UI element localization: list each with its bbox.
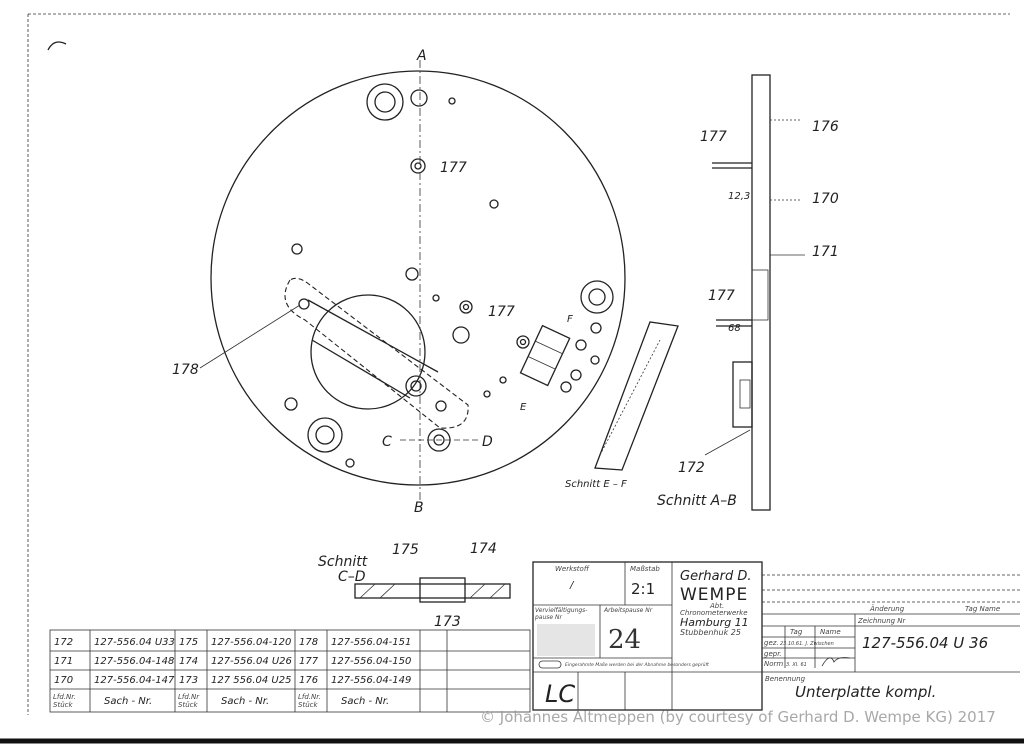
- label-line: Lfd.Nr: [178, 693, 200, 701]
- leader-line: [199, 304, 301, 369]
- signature: [821, 657, 851, 667]
- benennung-label: Benennung: [765, 675, 806, 683]
- item-number-cell: 170: [54, 675, 73, 686]
- gez-value: 23.10.61. J. Zwischen: [780, 641, 834, 647]
- company-city: Hamburg 11: [680, 616, 749, 629]
- parts-table-rows: 172 127-556.04 U33 175 127-556.04-120 178 127…: [53, 637, 411, 709]
- corner-mark: [47, 41, 67, 51]
- dimension-68: 68: [728, 323, 741, 334]
- part-number-cell: 127-556.04 U33: [94, 637, 175, 648]
- arbeitspause-value: 24: [608, 625, 641, 655]
- part-number-cell: 127-556.04-149: [331, 675, 411, 686]
- cd-175-label: 175: [392, 542, 419, 558]
- label-line: Lfd.Nr.: [298, 693, 321, 701]
- label-line: pause Nr: [534, 614, 563, 621]
- schnitt-cd-subtitle: C–D: [338, 569, 366, 585]
- arbeitspause-label: Arbeitspause Nr: [603, 607, 653, 614]
- side-171-label: 171: [812, 244, 839, 260]
- section-d-label: D: [482, 434, 493, 450]
- section-ef-view: [594, 321, 679, 471]
- company-abt: Abt.: [709, 602, 724, 610]
- item-number-cell: 178: [299, 637, 318, 648]
- label-line: Lfd.Nr.: [53, 693, 76, 701]
- schnitt-cd-title: Schnitt: [318, 554, 368, 570]
- code-lc: LC: [545, 680, 575, 708]
- item-number-cell: 171: [54, 656, 73, 667]
- gepr-label: gepr.: [764, 650, 782, 658]
- table-header-cell: Sach - Nr.: [104, 696, 152, 707]
- werkstoff-label: Werkstoff: [555, 565, 590, 573]
- dimension-12-3: 12,3: [728, 191, 750, 202]
- item-number-cell: 172: [54, 637, 73, 648]
- section-cd-view: [354, 577, 511, 603]
- side-177-label: 177: [700, 129, 727, 145]
- plate-top-view: [210, 60, 626, 500]
- gez-label: gez.: [764, 639, 779, 647]
- norm-value: 3. XI. 61: [786, 662, 807, 668]
- section-e-label: E: [520, 402, 527, 413]
- tag-name-right-label: Tag Name: [965, 605, 1000, 613]
- part-number-cell: 127-556.04-148: [94, 656, 174, 667]
- item-number-cell: 177: [299, 656, 319, 667]
- part-number-cell: 127-556.04-147: [94, 675, 175, 686]
- parts-table: [49, 629, 531, 713]
- part-number-cell: 127-556.04 U26: [211, 656, 292, 667]
- part-178-label: 178: [172, 362, 199, 378]
- norm-label: Norm: [764, 660, 783, 668]
- part-number-cell: 127 556.04 U25: [211, 675, 291, 686]
- side-170-label: 170: [812, 191, 839, 207]
- table-header-cell: Sach - Nr.: [341, 696, 389, 707]
- cd-174-label: 174: [470, 541, 497, 557]
- item-number-cell: 175: [179, 637, 198, 648]
- part-177-label: 177: [440, 160, 467, 176]
- table-header-cell: Sach - Nr.: [221, 696, 269, 707]
- side-172-label: 172: [678, 460, 705, 476]
- label-line: Stück: [53, 701, 73, 709]
- tag-label: Tag: [790, 628, 803, 636]
- massstab-label: Maßstab: [630, 565, 660, 573]
- cd-173-label: 173: [434, 614, 461, 630]
- company-dept: Chronometerwerke: [680, 609, 748, 617]
- side-177-mid-label: 177: [708, 288, 735, 304]
- werkstoff-value: /: [569, 580, 575, 591]
- schnitt-ef-label: Schnitt E – F: [565, 479, 627, 490]
- name-label: Name: [820, 628, 841, 636]
- section-b-label: B: [414, 500, 424, 516]
- massstab-value: 2:1: [631, 580, 655, 598]
- part-number-cell: 127-556.04-150: [331, 656, 411, 667]
- company-street: Stubbenhuk 25: [680, 628, 741, 637]
- company-name: Gerhard D.: [680, 569, 752, 584]
- label-line: Vervielfältigungs-: [535, 607, 587, 614]
- part-number-cell: 127-556.04-151: [331, 637, 411, 648]
- section-c-label: C: [382, 434, 392, 450]
- section-a-label: A: [416, 48, 427, 64]
- aenderung-label: Änderung: [869, 604, 905, 613]
- part-177-label: 177: [488, 304, 515, 320]
- schnitt-ab-label: Schnitt A–B: [657, 493, 737, 509]
- table-header-cell: Lfd.Nr.Stück: [298, 693, 321, 709]
- item-number-cell: 173: [179, 675, 198, 686]
- section-f-label: F: [567, 314, 573, 325]
- label-line: Stück: [298, 701, 318, 709]
- note-text: Eingerahmte Maße werden bei der Abnahme …: [565, 662, 709, 668]
- part-number-cell: 127-556.04-120: [211, 637, 291, 648]
- copyright-watermark: © Johannes Altmeppen (by courtesy of Ger…: [480, 708, 996, 726]
- wempe-logo: WEMPE: [680, 585, 748, 605]
- zeichnung-label: Zeichnung Nr: [857, 617, 907, 625]
- zeichnung-number: 127-556.04 U 36: [862, 634, 988, 652]
- item-number-cell: 176: [299, 675, 318, 686]
- benennung-value: Unterplatte kompl.: [795, 683, 936, 701]
- vervielf-label: Vervielfältigungs-pause Nr: [534, 607, 587, 621]
- section-ab-view: [704, 74, 805, 511]
- item-number-cell: 174: [179, 656, 198, 667]
- table-header-cell: Lfd.Nr.Stück: [53, 693, 76, 709]
- side-176-label: 176: [812, 119, 839, 135]
- title-block: [532, 561, 1020, 711]
- label-line: Stück: [178, 701, 198, 709]
